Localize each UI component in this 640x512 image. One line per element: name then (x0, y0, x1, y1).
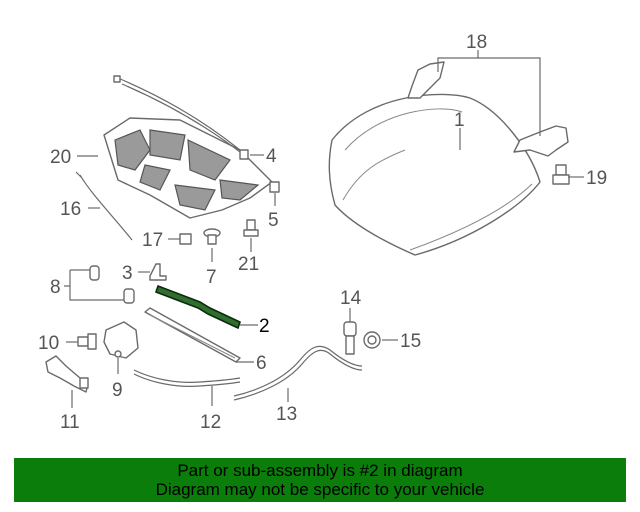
hinge-bolt[interactable] (552, 164, 570, 185)
leader-18 (437, 50, 541, 136)
release-handle[interactable] (45, 355, 89, 393)
callout-11: 11 (60, 412, 80, 433)
cushion-lower[interactable] (123, 288, 135, 304)
callout-17: 17 (142, 230, 163, 251)
info-line-2: Diagram may not be specific to your vehi… (155, 480, 485, 499)
latch-bolt[interactable] (77, 333, 97, 350)
callout-13: 13 (276, 404, 297, 425)
hood-panel[interactable] (328, 93, 541, 256)
hood-hinge-left[interactable] (407, 61, 445, 99)
switch-14[interactable] (343, 321, 357, 355)
callout-9: 9 (112, 380, 123, 401)
release-cable-12[interactable] (133, 369, 241, 387)
callout-15: 15 (400, 331, 421, 352)
hood-latch[interactable] (103, 321, 139, 359)
callout-20: 20 (50, 147, 71, 168)
bumper-7[interactable] (203, 228, 221, 245)
callout-14: 14 (340, 288, 362, 309)
prop-rod[interactable] (75, 171, 133, 241)
hood-stay-part-2[interactable] (154, 284, 241, 330)
bracket-3[interactable] (149, 263, 167, 281)
callout-12: 12 (200, 412, 221, 433)
release-cable-13[interactable] (233, 345, 363, 401)
callout-2: 2 (259, 316, 270, 337)
callout-7: 7 (206, 267, 217, 288)
leader-8 (64, 269, 124, 301)
hood-hinge-right[interactable] (513, 125, 569, 157)
callout-10: 10 (38, 333, 59, 354)
callout-1: 1 (454, 110, 465, 131)
info-line-1: Part or sub-assembly is #2 in diagram (177, 461, 463, 480)
seal-strip-6[interactable] (144, 307, 241, 363)
cushion-upper[interactable] (89, 265, 100, 281)
callout-4: 4 (266, 146, 277, 167)
hood-seal[interactable] (113, 75, 249, 160)
callout-16: 16 (60, 199, 81, 220)
callout-19: 19 (586, 168, 607, 189)
grommet-17[interactable] (179, 233, 192, 245)
callout-6: 6 (256, 353, 267, 374)
parts-diagram: 1 18 19 20 4 5 (38, 32, 607, 433)
callout-21: 21 (238, 254, 259, 275)
callout-8: 8 (50, 277, 61, 298)
grommet-15[interactable] (363, 331, 381, 349)
hood-insulator[interactable] (103, 117, 273, 219)
callout-18: 18 (466, 32, 487, 53)
callout-5: 5 (268, 210, 279, 231)
info-banner: Part or sub-assembly is #2 in diagram Di… (14, 458, 626, 502)
screw-21[interactable] (243, 219, 259, 237)
callout-3: 3 (122, 263, 133, 284)
clip-5[interactable] (269, 181, 280, 193)
